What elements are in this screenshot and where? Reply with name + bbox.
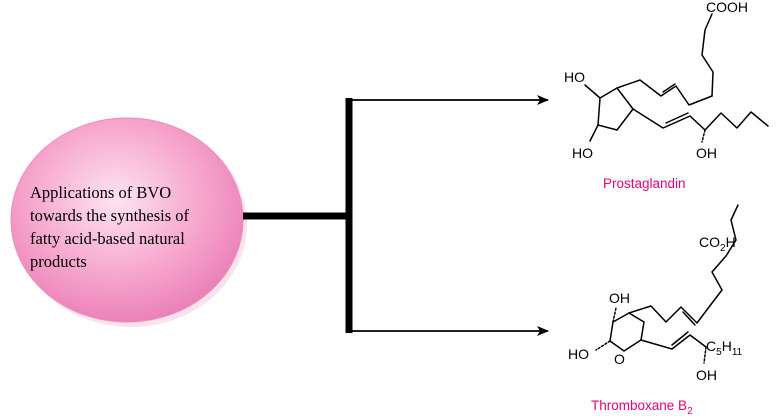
ellipse-text-line4: products: [30, 252, 87, 271]
prostaglandin-structure: [584, 13, 769, 143]
prostaglandin-ho-bottom-label: HO: [572, 145, 593, 161]
prostaglandin-ho-top-label: HO: [564, 69, 585, 85]
thromboxane-oh-top-label: OH: [609, 290, 630, 306]
ellipse-text-line2: towards the synthesis of: [30, 206, 190, 225]
thromboxane-c5h11-label: C5H11: [706, 338, 743, 358]
ellipse-text-line3: fatty acid-based natural: [30, 229, 185, 248]
prostaglandin-name: Prostaglandin: [603, 176, 686, 191]
thromboxane-oh-bottom-label: OH: [696, 367, 717, 383]
thromboxane-o-label: O: [614, 351, 625, 367]
thromboxane-ho-label: HO: [568, 346, 589, 362]
prostaglandin-oh-label: OH: [696, 145, 717, 161]
connector-lines: [243, 95, 549, 336]
topic-ellipse: [10, 117, 247, 327]
thromboxane-structure: [595, 204, 739, 364]
ellipse-text-line1: Applications of BVO: [30, 183, 171, 202]
prostaglandin-cooh-label: COOH: [706, 0, 748, 15]
thromboxane-name: Thromboxane B2: [591, 398, 693, 416]
thromboxane-co2h-label: CO2H: [699, 234, 736, 254]
